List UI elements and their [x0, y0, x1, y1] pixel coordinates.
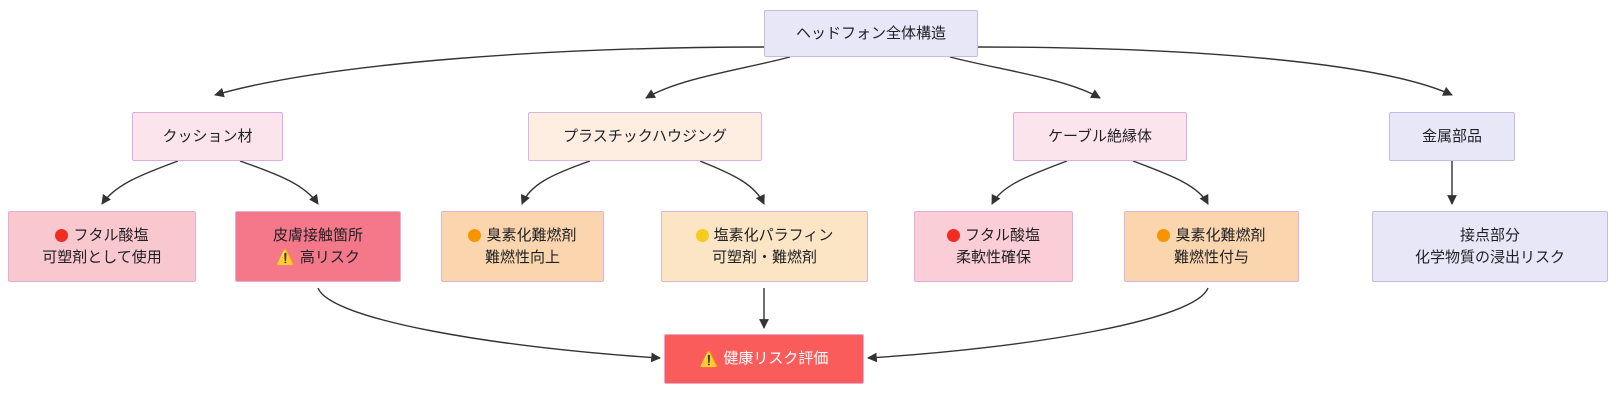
assessment-label: 健康リスク評価: [723, 350, 829, 368]
node-chlorinated-paraffin[interactable]: 塩素化パラフィン 可塑剤・難燃剤: [661, 211, 868, 282]
node-label: 金属部品: [1421, 127, 1482, 145]
leaf-title: フタル酸塩: [73, 226, 149, 244]
edge-root-to-housing: [645, 56, 791, 99]
leaf-line-1: 塩素化パラフィン: [695, 225, 834, 247]
node-contact-area[interactable]: 接点部分 化学物質の浸出リスク: [1372, 211, 1608, 282]
leaf-subtitle: 難燃性付与: [1173, 248, 1249, 266]
edge-housing-to-paraffin: [699, 160, 765, 205]
leaf-subtitle: 難燃性向上: [484, 248, 560, 266]
node-skin-contact[interactable]: 皮膚接触箇所 ⚠️ 高リスク: [235, 211, 401, 282]
edge-cushion-to-phthalate: [101, 160, 179, 205]
node-plastic-housing[interactable]: プラスチックハウジング: [528, 112, 762, 161]
leaf-title: 接点部分: [1459, 226, 1520, 244]
leaf-line-1: 臭素化難燃剤: [468, 225, 577, 247]
yellow-circle-icon: [695, 229, 709, 243]
leaf-subtitle: 可塑剤・難燃剤: [711, 248, 817, 266]
node-label: プラスチックハウジング: [563, 127, 727, 145]
leaf-line-2: ⚠️ 高リスク: [276, 247, 360, 269]
node-metal-parts[interactable]: 金属部品: [1389, 112, 1515, 161]
leaf-line-1: フタル酸塩: [946, 225, 1040, 247]
edge-skin-to-risk: [317, 287, 661, 363]
leaf-title: フタル酸塩: [964, 226, 1040, 244]
node-bfr-housing[interactable]: 臭素化難燃剤 難燃性向上: [441, 211, 604, 282]
assessment-line: ⚠️ 健康リスク評価: [700, 348, 829, 370]
node-label: ヘッドフォン全体構造: [795, 24, 946, 42]
leaf-line-1: フタル酸塩: [55, 225, 149, 247]
edge-root-to-metal: [977, 46, 1453, 96]
node-health-risk-assessment[interactable]: ⚠️ 健康リスク評価: [664, 334, 864, 384]
leaf-subtitle: 柔軟性確保: [955, 248, 1031, 266]
edge-cable-to-bfr: [1132, 160, 1209, 205]
leaf-subtitle: 高リスク: [299, 248, 360, 266]
leaf-subtitle: 化学物質の浸出リスク: [1414, 248, 1565, 266]
leaf-title: 皮膚接触箇所: [272, 226, 363, 244]
orange-circle-icon: [468, 229, 482, 243]
edge-bfrcable-to-risk: [867, 287, 1209, 363]
leaf-line-1: 臭素化難燃剤: [1157, 225, 1266, 247]
node-label: ケーブル絶縁体: [1047, 127, 1153, 145]
node-phthalate-cable[interactable]: フタル酸塩 柔軟性確保: [914, 211, 1073, 282]
node-bfr-cable[interactable]: 臭素化難燃剤 難燃性付与: [1124, 211, 1299, 282]
warning-triangle-icon: ⚠️: [276, 248, 295, 266]
node-headphone-structure[interactable]: ヘッドフォン全体構造: [764, 10, 978, 57]
node-cushion-material[interactable]: クッション材: [132, 112, 283, 161]
leaf-title: 臭素化難燃剤: [1175, 226, 1266, 244]
warning-triangle-icon: ⚠️: [699, 350, 719, 368]
node-cable-insulation[interactable]: ケーブル絶縁体: [1013, 112, 1187, 161]
red-circle-icon: [946, 229, 960, 243]
orange-circle-icon: [1157, 229, 1171, 243]
edge-housing-to-bfr: [520, 160, 591, 205]
leaf-title: 塩素化パラフィン: [713, 226, 834, 244]
leaf-subtitle: 可塑剤として使用: [42, 248, 162, 266]
red-circle-icon: [55, 229, 69, 243]
edge-root-to-cable: [949, 56, 1101, 99]
edge-cable-to-phthalate: [991, 160, 1068, 205]
node-phthalate-cushion[interactable]: フタル酸塩 可塑剤として使用: [8, 211, 196, 282]
leaf-title: 臭素化難燃剤: [486, 226, 577, 244]
node-label: クッション材: [162, 127, 253, 145]
edge-root-to-cushion: [214, 46, 765, 98]
edge-cushion-to-skin: [239, 160, 319, 205]
